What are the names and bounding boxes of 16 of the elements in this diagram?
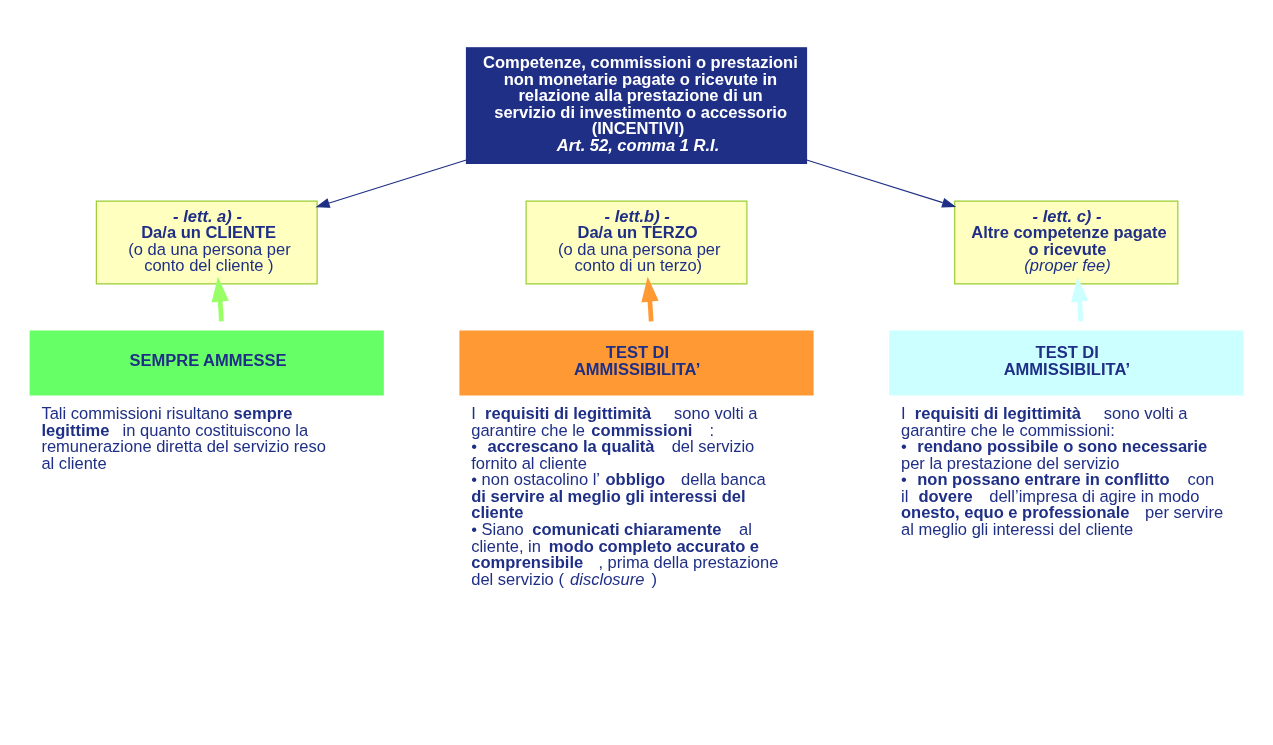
node-box: - lett. a) - Da/a un CLIENTE (o da una persona per conto del cliente ) bbox=[95, 200, 318, 284]
node-box: Competenze, commissioni o prestazioni non monetarie pagate o ricevute in relazione alla prestazione di un servizio di investimento o accessorio (INCENTIVI) Art. 52, comma 1 R.I. bbox=[465, 46, 808, 164]
node-label: Tali commissioni risultano sempre legittime in quanto costituiscono la remunerazione diretta del servizio reso al cliente bbox=[41, 403, 327, 473]
node-label: I requisiti di legittimità sono volti a garantire che le commissioni: bbox=[471, 403, 758, 440]
node-box: - lett.b) - Da/a un TERZO (o da una persona per conto di un terzo) bbox=[525, 200, 748, 284]
arrow bbox=[641, 276, 659, 321]
arrow bbox=[1071, 276, 1089, 321]
arrow bbox=[211, 276, 229, 321]
node-box: TEST DI AMMISSIBILITA’ bbox=[889, 330, 1244, 395]
node-box: SEMPRE AMMESSE bbox=[29, 330, 384, 395]
node-label: I requisiti di legittimità sono volti a garantire che le commissioni: bbox=[900, 403, 1188, 440]
arrow bbox=[806, 158, 957, 207]
node-box: TEST DI AMMISSIBILITA’ bbox=[459, 330, 814, 395]
node-label: • Siano comunicati chiaramente al cliente, in modo completo accurato e comprensibile, prima della prestazione del servizio (disclosure) bbox=[471, 519, 779, 589]
arrow bbox=[315, 158, 467, 208]
node-box: - lett. c) - Altre competenze pagate o ricevute (proper fee) bbox=[954, 200, 1179, 284]
